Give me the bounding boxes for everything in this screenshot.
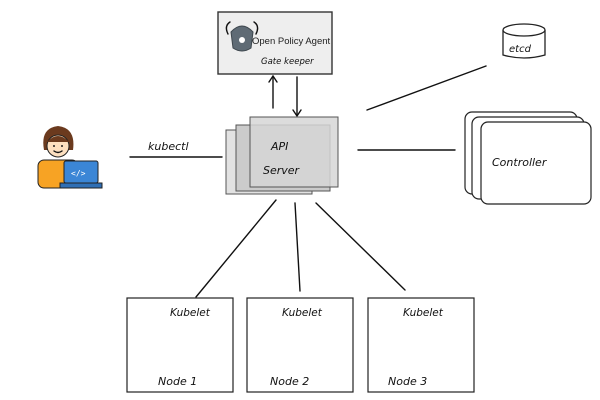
opa-title: Open Policy Agent	[252, 36, 331, 47]
node-1: Kubelet Node 1	[126, 297, 234, 393]
controller: Controller	[464, 111, 592, 205]
api-node1-line	[195, 199, 277, 298]
api-server: API Server	[225, 116, 339, 195]
node-2-title: Node 2	[270, 375, 309, 388]
node-3: Kubelet Node 3	[367, 297, 475, 393]
node-2-kubelet: Kubelet	[282, 307, 323, 319]
api-node2-line	[294, 202, 301, 292]
node-1-title: Node 1	[158, 375, 197, 388]
node-3-title: Node 3	[388, 375, 427, 388]
node-2: Kubelet Node 2	[246, 297, 354, 393]
opa-api-arrows	[268, 74, 302, 118]
developer-with-laptop-icon: </>	[37, 126, 103, 189]
etcd-label: etcd	[509, 44, 532, 55]
api-node3-line	[315, 202, 406, 291]
api-server-line2: Server	[263, 164, 301, 177]
opa-subtitle: Gate keeper	[261, 57, 314, 67]
opa-viking-helmet-icon	[225, 21, 259, 52]
opa-gatekeeper-box: Open Policy Agent Gate keeper	[217, 11, 333, 75]
database-cylinder-icon	[502, 23, 546, 59]
etcd-database: etcd	[502, 23, 546, 59]
api-server-line1: API	[270, 140, 288, 153]
connection-lines	[129, 65, 487, 298]
api-etcd-line	[366, 65, 487, 111]
kubectl-label: kubectl	[148, 140, 189, 153]
node-1-kubelet: Kubelet	[170, 307, 211, 319]
laptop-code-symbol: </>	[71, 169, 86, 178]
controller-label: Controller	[492, 156, 548, 169]
node-3-kubelet: Kubelet	[403, 307, 444, 319]
